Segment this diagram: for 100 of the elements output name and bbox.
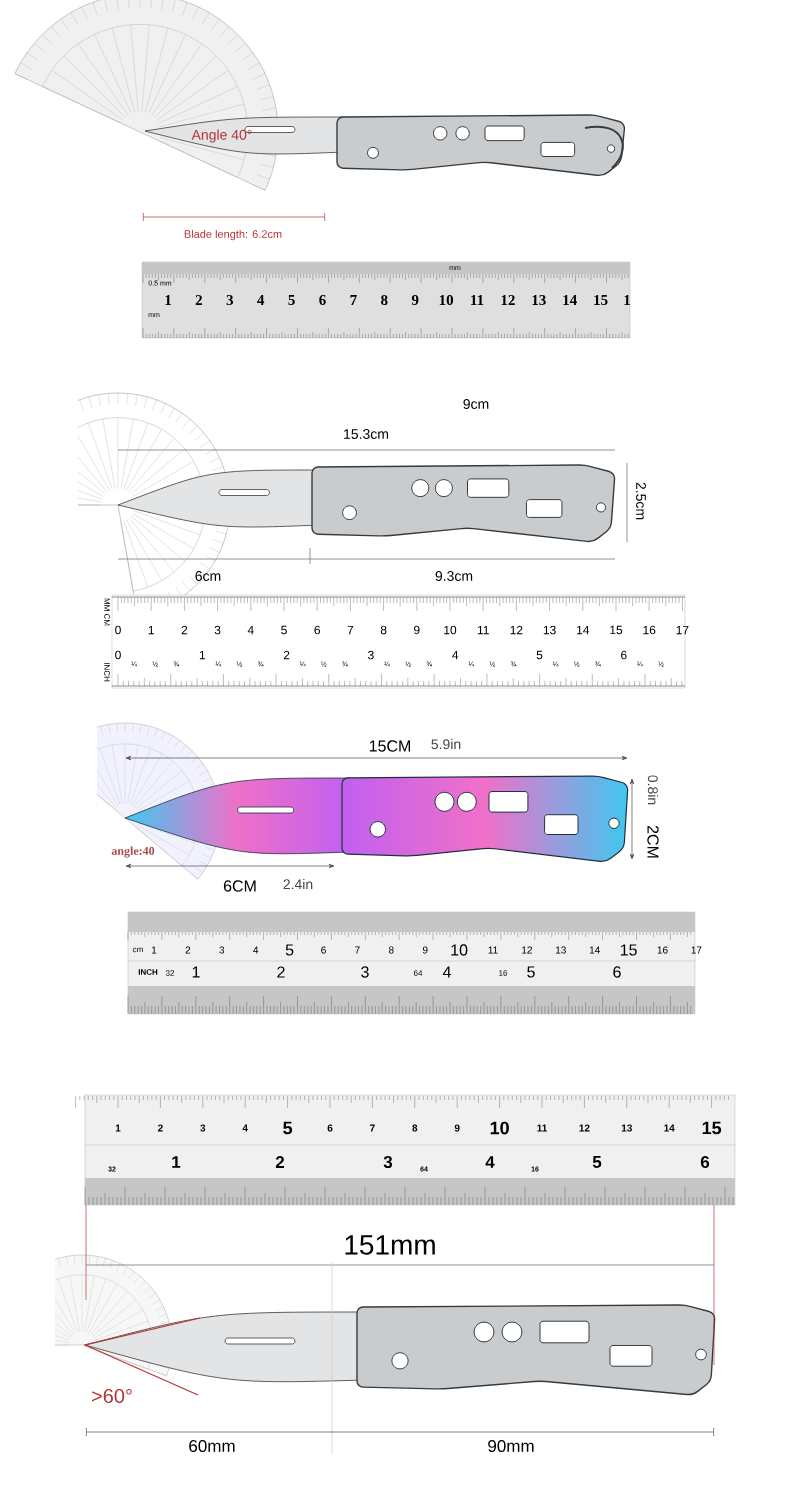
ruler-number: 15 <box>702 1121 722 1135</box>
ruler-number: 3 <box>361 966 369 978</box>
ruler-number: 11 <box>471 295 484 305</box>
ruler-number: 1 <box>115 1124 121 1132</box>
ruler-number: 13 <box>543 625 556 635</box>
ruler-number: 32 <box>165 970 175 976</box>
ruler-number: 7 <box>370 1124 375 1132</box>
ruler-number: 5 <box>281 625 287 635</box>
ruler-number: 6 <box>613 966 621 978</box>
dimension-label: 6CM <box>223 880 256 892</box>
angle-label: >60° <box>92 1388 132 1404</box>
ruler-number: 8 <box>388 946 394 954</box>
ruler-number: 17 <box>691 946 702 954</box>
dimension-label: 15.3cm <box>344 429 389 439</box>
ruler-number: 12 <box>579 1124 590 1132</box>
ruler-number: 5 <box>527 966 535 978</box>
dimension-label: 151mm <box>345 1235 435 1255</box>
ruler-number: 10 <box>490 1121 509 1135</box>
angle-label: Angle 40° <box>191 129 252 143</box>
ruler-number: 9 <box>411 295 419 306</box>
ruler-number: 14 <box>589 946 600 954</box>
ruler-number: 1 <box>172 1156 181 1168</box>
ruler-number: 3 <box>219 946 225 954</box>
ruler-unit-label: INCH <box>138 969 158 975</box>
ruler-number: 9 <box>454 1124 460 1132</box>
ruler-number: 9 <box>422 946 428 954</box>
ruler-number: 7 <box>350 295 357 305</box>
ruler-number: 7 <box>347 625 354 635</box>
ruler-number: 0 <box>115 625 121 635</box>
ruler-number: 4 <box>253 946 259 954</box>
ruler-number: 6 <box>700 1156 710 1169</box>
dimension-label: 15CM <box>369 740 410 752</box>
ruler-number: 1 <box>199 650 206 660</box>
ruler-number: 6 <box>327 1124 333 1132</box>
ruler-number: 1 <box>624 295 630 305</box>
dimension-label: 60mm <box>189 1440 235 1453</box>
ruler-number: 4 <box>257 295 265 305</box>
ruler-number: 3 <box>368 650 374 660</box>
ruler-number: 6 <box>621 650 627 660</box>
ruler-number: 15 <box>594 295 608 306</box>
ruler-number: 8 <box>412 1124 418 1132</box>
ruler-number: 11 <box>477 625 489 635</box>
ruler-number: 4 <box>452 650 459 660</box>
ruler-number: 5 <box>288 295 295 305</box>
angle-label: angle:40 <box>111 846 155 858</box>
ruler-number: 4 <box>442 966 451 978</box>
ruler-number: 1 <box>148 625 154 635</box>
ruler-number: 2 <box>185 946 191 954</box>
dimension-label: 90mm <box>488 1440 534 1453</box>
ruler-number: 3 <box>214 625 221 635</box>
ruler-unit-label: cm <box>133 947 143 953</box>
ruler-unit-label: INCH <box>104 662 110 682</box>
ruler-number: 8 <box>381 294 388 306</box>
ruler-number: 5 <box>592 1156 602 1168</box>
ruler-number: 11 <box>488 946 498 954</box>
ruler-number: 5 <box>536 650 543 660</box>
ruler-number: 14 <box>664 1124 675 1132</box>
dimension-label: 2.4in <box>283 878 313 890</box>
ruler-number: 17 <box>676 625 689 635</box>
ruler-number: 11 <box>537 1124 547 1132</box>
ruler-unit-label: MM CM <box>104 598 110 626</box>
ruler-number: 16 <box>643 625 656 635</box>
ruler-number: 2 <box>277 966 285 978</box>
ruler-number: 10 <box>451 944 468 956</box>
ruler-number: 13 <box>621 1124 632 1132</box>
ruler-number: 6 <box>321 946 326 954</box>
dimension-label: 2CM <box>647 825 659 858</box>
ruler-number: 1 <box>192 966 200 978</box>
ruler-number: 4 <box>247 625 254 635</box>
ruler-number: 8 <box>380 625 387 635</box>
ruler-number: 5 <box>283 1121 293 1135</box>
ruler-number: 7 <box>355 946 360 954</box>
ruler-number: 16 <box>657 946 668 954</box>
ruler-number: 3 <box>383 1156 393 1169</box>
dimension-label: 6cm <box>195 571 221 581</box>
ruler-number: 1 <box>152 946 157 954</box>
ruler-number: 2 <box>157 1124 163 1132</box>
dimension-label: 2.5cm <box>636 482 646 520</box>
ruler-number: 14 <box>577 625 590 635</box>
ruler-number: 15 <box>610 625 623 635</box>
dimension-label: 0.8in <box>647 775 659 805</box>
ruler-number: 3 <box>200 1124 206 1132</box>
dimension-label: Blade length: 6.2cm <box>184 229 282 241</box>
ruler-number: 64 <box>413 970 423 976</box>
ruler-number: 0 <box>115 650 121 660</box>
ruler-number: 4 <box>242 1124 248 1132</box>
ruler-number: 13 <box>532 295 546 306</box>
dimension-label: 9.3cm <box>435 571 473 581</box>
ruler-number: 16 <box>499 970 508 976</box>
ruler-number: 9 <box>414 625 420 635</box>
ruler-number: 3 <box>226 295 234 306</box>
ruler-number: 4 <box>485 1156 495 1168</box>
ruler-number: 2 <box>195 295 202 305</box>
ruler-number: 10 <box>444 625 457 635</box>
ruler-number: 10 <box>439 294 454 306</box>
dimension-label: 9cm <box>463 399 489 409</box>
ruler-number: 1 <box>165 295 171 305</box>
ruler-number: 12 <box>501 295 515 305</box>
ruler-number: 5 <box>285 944 294 956</box>
ruler-number: 6 <box>319 295 326 306</box>
